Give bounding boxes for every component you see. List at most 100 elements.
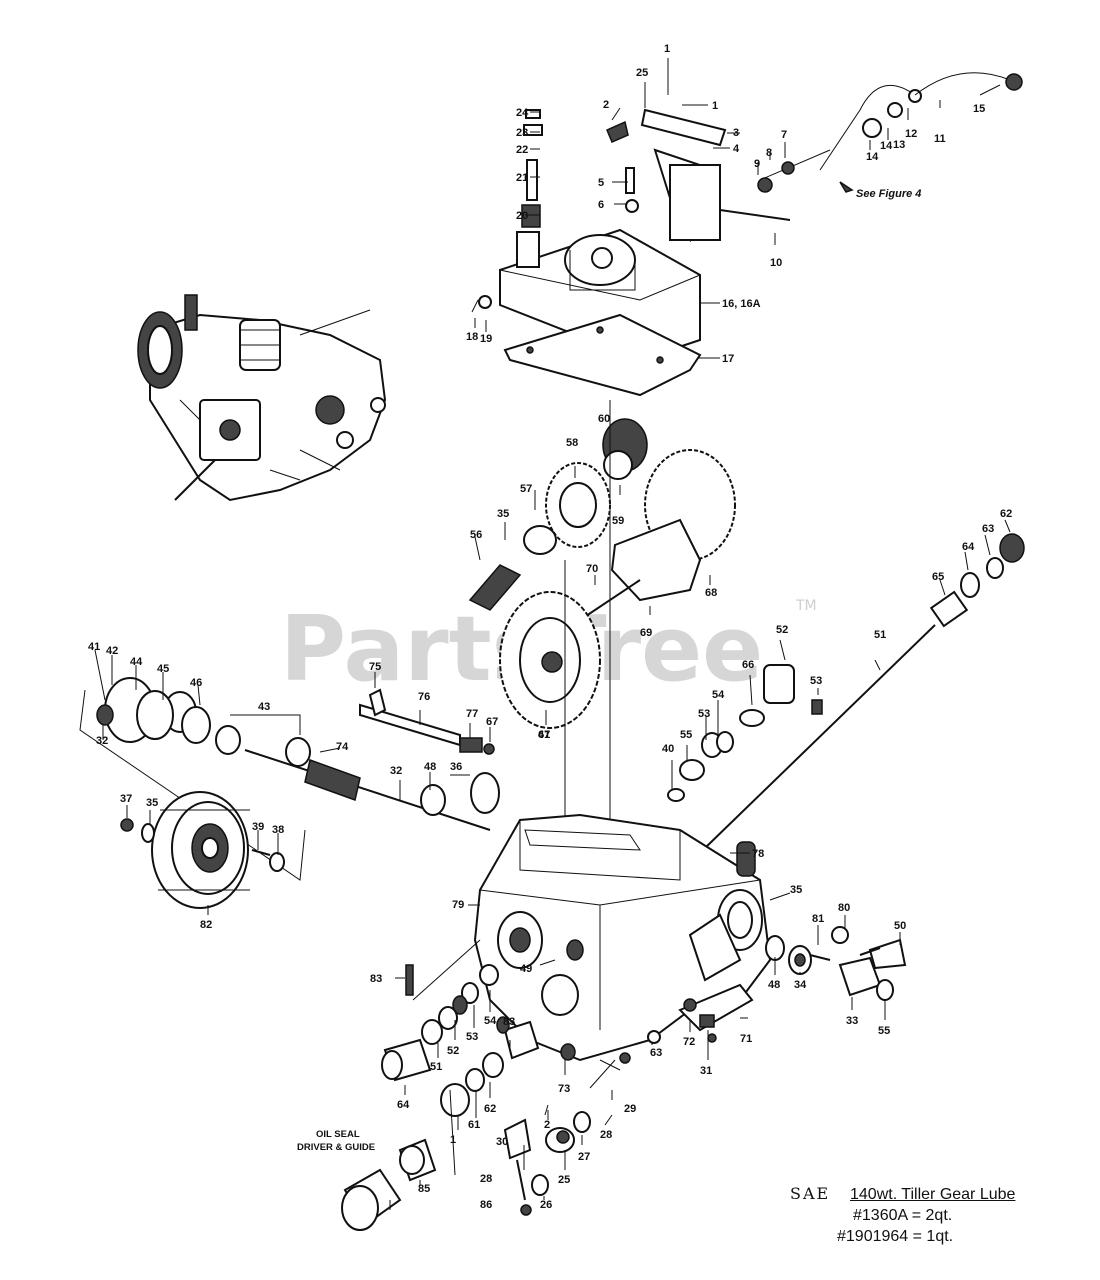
callout-51: 52: [776, 624, 788, 636]
callout-51b: 64: [397, 1099, 410, 1111]
callout-72: 71: [740, 1033, 752, 1045]
callout-4: 4: [733, 143, 740, 155]
gear-cluster: [468, 400, 736, 835]
callout-32: 74: [336, 741, 349, 753]
callout-17: 17: [722, 353, 734, 365]
callout-73: 72: [683, 1036, 695, 1048]
callout-44: 45: [157, 663, 169, 675]
callout-65: 51: [874, 629, 886, 641]
callout-68: 68: [705, 587, 717, 599]
callout-66: 53: [810, 675, 822, 687]
callout-27: 25: [558, 1174, 570, 1186]
callout-48b: 34: [794, 979, 807, 991]
callout-55: 40: [662, 743, 674, 755]
callout-labels: 1 25 1 2 3 4 24 23 22 21 5 6 20 7 8 9 14…: [88, 43, 1012, 1211]
callout-12: 12: [905, 128, 917, 140]
callout-59: 59: [612, 515, 624, 527]
callout-60: 60: [598, 413, 610, 425]
callout-14b: 14: [880, 140, 893, 152]
callout-79: 35: [790, 884, 802, 896]
callout-21: 21: [516, 172, 528, 184]
worm-shaft-assembly: [79, 677, 500, 909]
callout-48: 36: [450, 761, 462, 773]
callout-40: 41: [88, 641, 100, 653]
oil-seal-line-2: DRIVER & GUIDE: [297, 1142, 375, 1153]
callout-45: 46: [190, 677, 202, 689]
callout-23: 23: [516, 127, 528, 139]
callout-29: 28: [600, 1129, 612, 1141]
callout-55b: 54: [484, 1015, 497, 1027]
callout-22: 22: [516, 144, 528, 156]
leader-lines: [94, 58, 1011, 1210]
callout-25b: 28: [480, 1173, 492, 1185]
callout-57: 57: [520, 483, 532, 495]
callout-78: 79: [452, 899, 464, 911]
callout-54: 53: [698, 708, 710, 720]
callout-38: 82: [200, 919, 212, 931]
callout-15: 15: [973, 103, 985, 115]
assembled-transmission-illustration: [137, 294, 387, 502]
callout-52: 66: [742, 659, 754, 671]
callout-14: 14: [866, 151, 879, 163]
callout-1c: 2: [544, 1119, 550, 1131]
callout-28: 27: [578, 1151, 590, 1163]
top-cover-assembly: [471, 72, 1023, 397]
callout-8: 8: [766, 147, 772, 159]
callout-2b: 30: [496, 1136, 508, 1148]
callout-62b: 61: [468, 1119, 480, 1131]
callout-67: 61: [538, 729, 550, 741]
callout-36: 37: [120, 793, 132, 805]
callout-19: 19: [480, 333, 492, 345]
callout-81: 80: [838, 902, 850, 914]
callout-30: 29: [624, 1103, 636, 1115]
callout-13: 13: [893, 139, 905, 151]
callout-24: 24: [516, 107, 529, 119]
callout-62: 63: [982, 523, 994, 535]
callout-64b: 83: [503, 1016, 515, 1028]
callout-75: 76: [418, 691, 430, 703]
callout-56: 56: [470, 529, 482, 541]
callout-83b: 73: [558, 1083, 570, 1095]
callout-32b: 48: [424, 761, 436, 773]
callout-76: 77: [466, 708, 478, 720]
callout-20: 20: [516, 210, 528, 222]
callout-1b: 1: [712, 100, 718, 112]
callout-2: 2: [603, 99, 609, 111]
callout-63b: 62: [484, 1103, 496, 1115]
callout-61: 62: [1000, 508, 1012, 520]
main-housing: [473, 813, 772, 1062]
callout-10: 10: [770, 257, 782, 269]
callout-49: 48: [768, 979, 780, 991]
see-figure-note: See Figure 4: [856, 188, 921, 200]
figure-reference: See Figure 4: [839, 181, 921, 200]
callout-43: 32: [96, 735, 108, 747]
oil-seal-line-1: OIL SEAL: [316, 1129, 360, 1140]
callout-26: 86: [480, 1199, 492, 1211]
callout-82: 78: [752, 848, 764, 860]
callout-53b: 55: [680, 729, 692, 741]
callout-6: 6: [598, 199, 604, 211]
callout-16: 16, 16A: [722, 298, 761, 310]
watermark-tm: TM: [795, 598, 817, 614]
callout-37: 35: [146, 797, 158, 809]
callout-77: 67: [486, 716, 498, 728]
lube-sae: SAE: [790, 1184, 831, 1203]
callout-35: 35: [497, 508, 509, 520]
callout-58: 58: [566, 437, 578, 449]
callout-3: 3: [733, 127, 739, 139]
callout-64: 65: [932, 571, 944, 583]
axle-shaft: [667, 533, 1025, 849]
callout-18: 18: [466, 331, 478, 343]
callout-54b: 53: [466, 1031, 478, 1043]
callout-47: 32: [390, 765, 402, 777]
callout-86: 85: [418, 1183, 430, 1195]
callout-53: 54: [712, 689, 725, 701]
lube-line-1: #1360A = 2qt.: [853, 1207, 953, 1224]
oil-seal-label: OIL SEAL DRIVER & GUIDE: [297, 1129, 375, 1153]
lube-line-2: #1901964 = 1qt.: [837, 1228, 954, 1245]
callout-42: 44: [130, 656, 143, 668]
callout-1: 1: [664, 43, 670, 55]
callout-5: 5: [598, 177, 604, 189]
